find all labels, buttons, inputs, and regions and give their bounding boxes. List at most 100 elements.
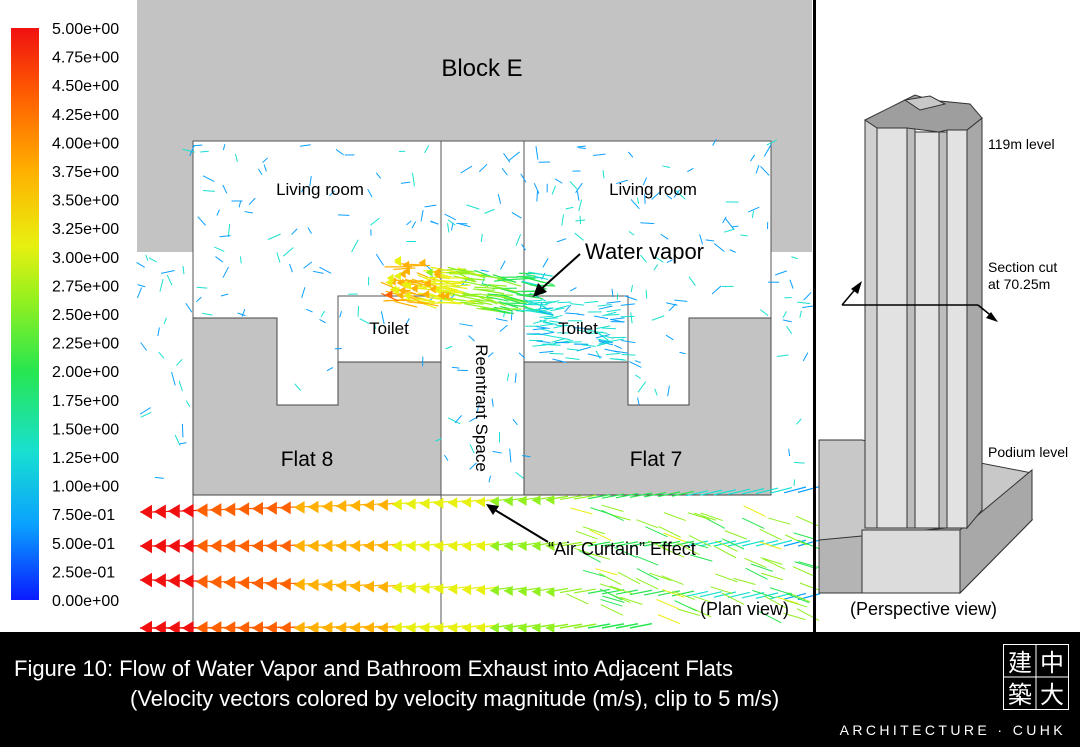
- velocity-vector: [665, 334, 674, 341]
- velocity-vector: [750, 154, 756, 162]
- velocity-vector: [439, 279, 465, 283]
- velocity-vector: [460, 165, 473, 174]
- velocity-vector: [237, 312, 246, 317]
- velocity-vector: [700, 512, 723, 522]
- velocity-arrowhead: [462, 496, 472, 508]
- section-cut-arrowhead: [851, 281, 862, 294]
- velocity-vector: [570, 507, 593, 515]
- velocity-vector: [540, 331, 555, 335]
- velocity-vector: [797, 485, 821, 493]
- velocity-vector: [797, 301, 811, 305]
- tower-roof: [864, 94, 983, 133]
- velocity-vector: [239, 256, 242, 264]
- velocity-arrowhead: [252, 539, 263, 553]
- velocity-vector: [535, 326, 550, 329]
- velocity-vector: [485, 296, 509, 302]
- velocity-vector: [668, 303, 677, 312]
- velocity-vector: [602, 311, 617, 317]
- velocity-vector: [797, 539, 821, 550]
- legend-tick-label: 4.75e+00: [52, 50, 119, 67]
- velocity-vector: [479, 274, 503, 280]
- velocity-vector: [490, 284, 519, 293]
- velocity-vector: [699, 489, 723, 496]
- velocity-vector: [599, 334, 614, 339]
- velocity-vector: [637, 397, 640, 405]
- velocity-vector: [782, 319, 792, 323]
- velocity-vector: [657, 491, 681, 498]
- velocity-arrowhead: [252, 502, 263, 516]
- velocity-vector: [602, 595, 625, 603]
- velocity-vector: [575, 182, 583, 193]
- velocity-arrowhead: [238, 621, 250, 632]
- velocity-vector: [666, 259, 673, 264]
- velocity-vector: [643, 589, 667, 596]
- velocity-vector: [597, 303, 612, 307]
- velocity-vector: [792, 566, 815, 577]
- velocity-vector: [587, 353, 602, 358]
- velocity-vector: [661, 575, 684, 586]
- velocity-arrowhead: [546, 494, 555, 505]
- velocity-vector: [460, 301, 484, 305]
- velocity-vector: [497, 193, 502, 204]
- velocity-vector: [760, 165, 770, 176]
- velocity-vector: [201, 312, 213, 316]
- velocity-vector: [447, 219, 456, 226]
- velocity-vector: [587, 623, 611, 629]
- velocity-vector: [478, 163, 488, 173]
- velocity-vector: [137, 284, 146, 288]
- velocity-vector: [499, 260, 506, 270]
- velocity-arrowhead: [420, 540, 430, 552]
- perspective-view: 119m level Section cut at 70.25m Podium …: [818, 94, 1068, 619]
- velocity-vector: [685, 540, 709, 547]
- velocity-arrowhead: [238, 539, 250, 553]
- velocity-vector: [672, 590, 695, 600]
- velocity-vector: [222, 144, 226, 151]
- velocity-vector: [690, 554, 713, 562]
- velocity-vector: [214, 246, 225, 252]
- velocity-vector: [451, 366, 460, 369]
- velocity-arrowhead: [294, 539, 305, 553]
- velocity-vector: [532, 327, 547, 331]
- velocity-vector: [556, 238, 567, 243]
- panel-separator: [813, 0, 816, 632]
- velocity-arrowhead: [154, 620, 166, 632]
- velocity-vector: [605, 314, 620, 316]
- velocity-vector: [443, 284, 471, 287]
- velocity-vector: [182, 265, 185, 275]
- velocity-vector: [533, 319, 548, 324]
- velocity-vector: [487, 352, 494, 358]
- velocity-vector: [653, 264, 659, 271]
- velocity-vector: [630, 312, 633, 324]
- velocity-vector: [628, 151, 634, 158]
- velocity-arrowhead: [210, 539, 222, 553]
- velocity-vector: [620, 303, 635, 306]
- velocity-vector: [539, 315, 554, 318]
- velocity-vector: [609, 585, 633, 594]
- velocity-vector: [686, 541, 709, 549]
- velocity-vector: [666, 194, 673, 200]
- velocity-vector: [216, 209, 220, 216]
- velocity-vector: [760, 557, 783, 565]
- velocity-vector: [459, 323, 473, 327]
- caption-title: Figure 10: Flow of Water Vapor and Bathr…: [14, 656, 734, 681]
- velocity-arrowhead: [448, 497, 458, 509]
- velocity-vector: [520, 173, 527, 183]
- velocity-vector: [416, 272, 436, 281]
- velocity-vector: [687, 512, 711, 520]
- velocity-arrowhead: [400, 280, 408, 289]
- velocity-vector: [692, 595, 716, 605]
- velocity-vector: [774, 270, 788, 276]
- velocity-arrowhead: [182, 503, 194, 518]
- legend-tick-label: 2.00e+00: [52, 364, 119, 381]
- velocity-vector: [725, 218, 735, 230]
- velocity-vector: [202, 189, 215, 192]
- velocity-vector: [614, 547, 637, 558]
- velocity-vector: [595, 333, 610, 339]
- velocity-vector: [657, 540, 681, 547]
- velocity-vector: [222, 184, 228, 194]
- velocity-vector: [557, 301, 572, 304]
- velocity-vector: [532, 307, 547, 311]
- velocity-vector: [499, 324, 508, 332]
- section-cut-arrowhead: [986, 312, 998, 322]
- toilet-left-label: Toilet: [369, 319, 409, 338]
